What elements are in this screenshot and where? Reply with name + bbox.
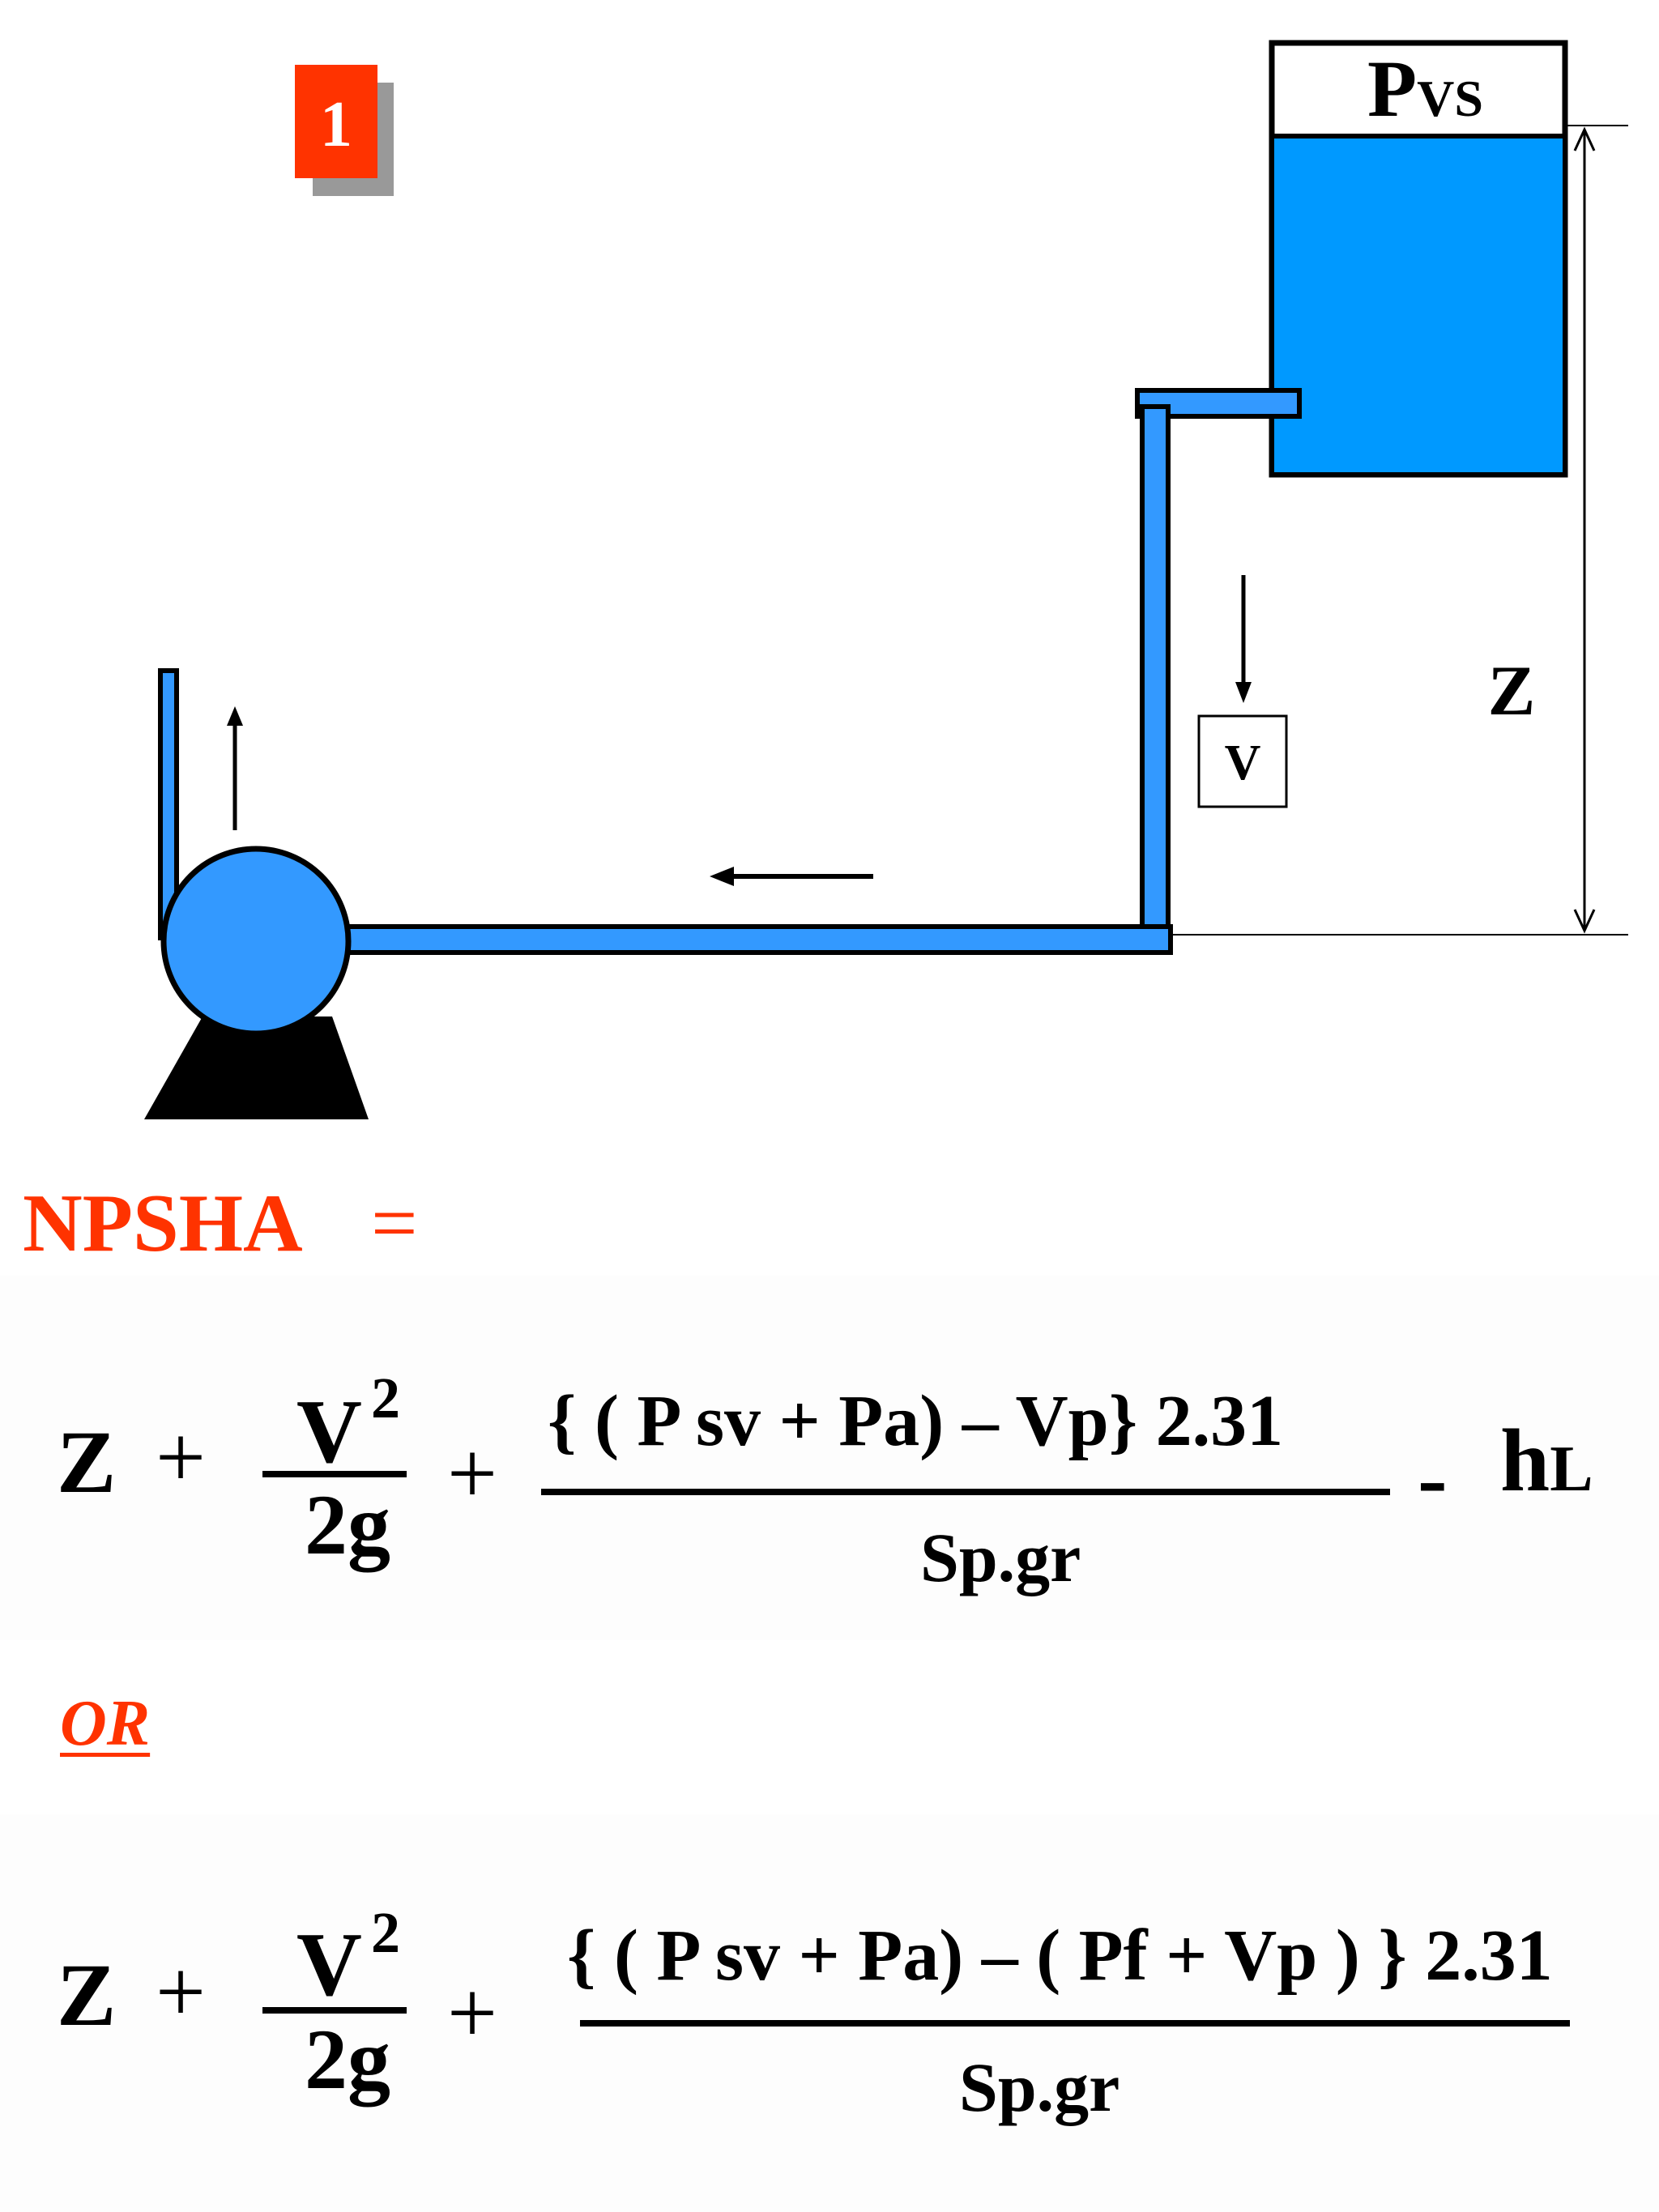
or-label: OR: [60, 1688, 151, 1759]
dimension-arrow-down: [1573, 909, 1596, 934]
tank: PVS: [1269, 40, 1568, 478]
f2-v: V: [296, 1915, 362, 2015]
velocity-label-box: [1197, 714, 1288, 808]
f1-minus: -: [1418, 1429, 1448, 1528]
height-label: Z: [1488, 652, 1536, 731]
slide-number-badge: 1: [295, 65, 394, 196]
formula-1-band: [0, 1276, 1659, 1640]
f1-numerator: { ( P sv + Pa) – Vp} 2.31: [548, 1381, 1284, 1461]
f2-denominator: Sp.gr: [959, 2048, 1120, 2126]
f1-plus-2: +: [447, 1424, 498, 1523]
velocity-label: V: [1225, 735, 1261, 791]
suction-flow-arrow: [710, 867, 873, 886]
f1-head-loss: hL: [1500, 1411, 1593, 1510]
formula-2-band: [0, 1814, 1659, 2212]
f2-plus-1: +: [156, 1942, 207, 2041]
f2-numerator: { ( P sv + Pa) – ( Pf + Vp ) } 2.31: [567, 1916, 1553, 1996]
pump-body: [160, 846, 352, 1037]
npsha-equals: =: [371, 1178, 418, 1269]
f1-plus-1: +: [156, 1408, 207, 1507]
f1-v-fraction-line: [262, 1471, 407, 1477]
f1-two-g: 2g: [305, 1477, 390, 1572]
height-dimension: [1171, 125, 1628, 936]
f1-z: Z: [57, 1413, 117, 1511]
f1-v: V: [296, 1382, 362, 1482]
badge-label: 1: [320, 89, 352, 160]
f2-main-fraction-line: [580, 2020, 1570, 2027]
pump-base: [144, 1016, 369, 1119]
npsha-label: NPSHA: [23, 1183, 303, 1265]
f2-z: Z: [57, 1946, 117, 2044]
pump-system-diagram: 1 PVS V Z: [144, 40, 1628, 1119]
f1-denominator: Sp.gr: [920, 1519, 1081, 1596]
f2-v-fraction-line: [262, 2007, 407, 2014]
f2-plus-2: +: [447, 1963, 498, 2062]
tank-liquid: [1274, 136, 1563, 472]
badge-box: [295, 65, 377, 178]
velocity-arrow: [1235, 575, 1252, 703]
f1-v-exponent: 2: [371, 1366, 400, 1430]
discharge-flow-arrow: [227, 706, 243, 830]
vertical-suction-pipe: [1140, 404, 1171, 936]
horizontal-suction-pipe: [332, 924, 1173, 955]
npsha-text: NPSHA: [23, 1178, 303, 1269]
dimension-arrow-up: [1573, 126, 1596, 151]
vapor-pressure-label: PVS: [1367, 44, 1483, 134]
f2-v-exponent: 2: [371, 1900, 400, 1965]
f1-main-fraction-line: [541, 1489, 1390, 1495]
f2-two-g: 2g: [305, 2012, 390, 2107]
